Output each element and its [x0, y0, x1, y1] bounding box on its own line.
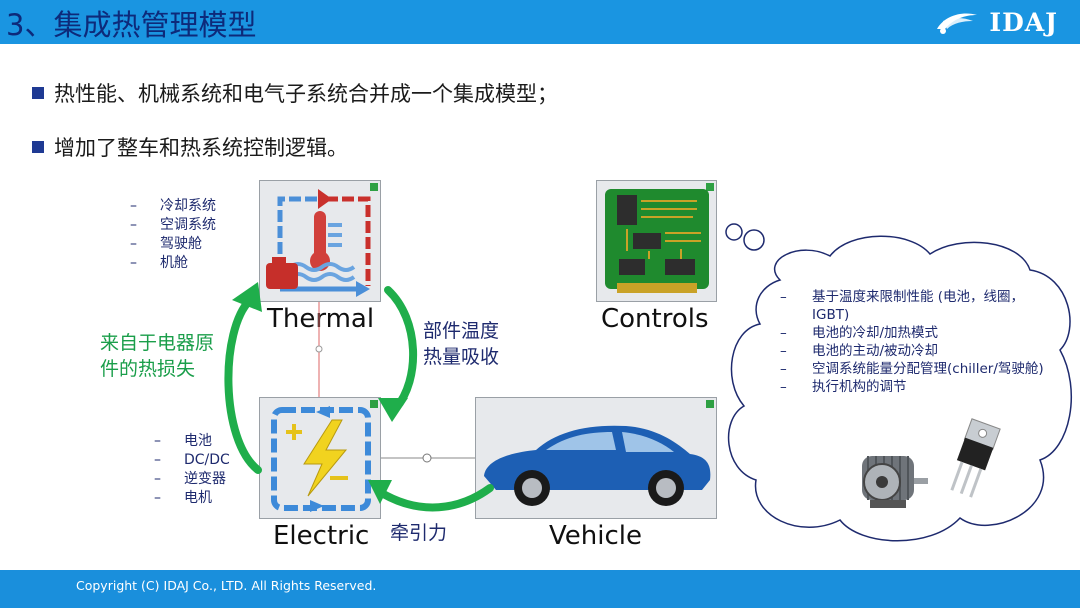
- title-bar: [0, 0, 1080, 44]
- thermal-label: Thermal: [267, 304, 375, 334]
- expand-corner-icon: [370, 183, 378, 191]
- electric-motor-icon: [862, 456, 928, 508]
- electric-system-icon: [271, 406, 371, 512]
- list-item: –空调系统: [130, 217, 216, 233]
- list-item: –驾驶舱: [130, 236, 202, 252]
- bullet-square-icon: [32, 87, 44, 99]
- idaj-logo: IDAJ: [933, 4, 1058, 40]
- vehicle-label: Vehicle: [549, 521, 642, 551]
- heat-loss-annotation: 来自于电器原 件的热损失: [100, 332, 215, 380]
- electric-tile[interactable]: [259, 397, 381, 519]
- traction-annotation: 牵引力: [390, 522, 448, 544]
- controls-label: Controls: [601, 304, 709, 334]
- circuit-board-icon: [605, 189, 709, 293]
- igbt-transistor-icon: [950, 418, 1001, 498]
- control-logic-list: –基于温度来限制性能 (电池，线圈，IGBT) –电池的冷却/加热模式 –电池的…: [780, 288, 1048, 396]
- expand-corner-icon: [706, 183, 714, 191]
- bullet-square-icon: [32, 141, 44, 153]
- car-icon: [484, 425, 711, 506]
- temperature-annotation: 部件温度 热量吸收: [423, 320, 500, 368]
- logo-text: IDAJ: [989, 7, 1058, 37]
- expand-corner-icon: [370, 400, 378, 408]
- list-item: –电池的主动/被动冷却: [780, 343, 939, 359]
- thermal-tile[interactable]: [259, 180, 381, 302]
- idaj-swoosh-icon: [937, 13, 978, 34]
- list-item: –基于温度来限制性能 (电池，线圈，IGBT): [780, 289, 1025, 323]
- copyright-text: Copyright (C) IDAJ Co., LTD. All Rights …: [76, 578, 377, 593]
- list-item: –机舱: [130, 255, 188, 271]
- list-item: –电机: [154, 490, 212, 506]
- list-item: –空调系统能量分配管理(chiller/驾驶舱): [780, 361, 1044, 377]
- thermal-system-icon: [266, 189, 371, 297]
- bullet-item: 热性能、机械系统和电气子系统合并成一个集成模型；: [32, 78, 558, 108]
- list-item: –DC/DC: [154, 452, 230, 468]
- electric-components-list: –电池 –DC/DC –逆变器 –电机: [154, 432, 230, 508]
- slide-title: 3、集成热管理模型: [6, 8, 257, 42]
- list-item: –逆变器: [154, 471, 226, 487]
- bullet-text: 热性能、机械系统和电气子系统合并成一个集成模型；: [54, 82, 558, 106]
- electric-label: Electric: [273, 521, 370, 551]
- bullet-item: 增加了整车和热系统控制逻辑。: [32, 132, 348, 162]
- expand-corner-icon: [706, 400, 714, 408]
- list-item: –执行机构的调节: [780, 379, 907, 395]
- list-item: –电池: [154, 433, 212, 449]
- vehicle-tile[interactable]: [475, 397, 717, 519]
- controls-tile[interactable]: [596, 180, 717, 302]
- footer-bar: [0, 570, 1080, 608]
- list-item: –电池的冷却/加热模式: [780, 325, 939, 341]
- thermal-components-list: –冷却系统 –空调系统 –驾驶舱 –机舱: [130, 197, 216, 273]
- list-item: –冷却系统: [130, 198, 216, 214]
- bullet-text: 增加了整车和热系统控制逻辑。: [54, 136, 348, 160]
